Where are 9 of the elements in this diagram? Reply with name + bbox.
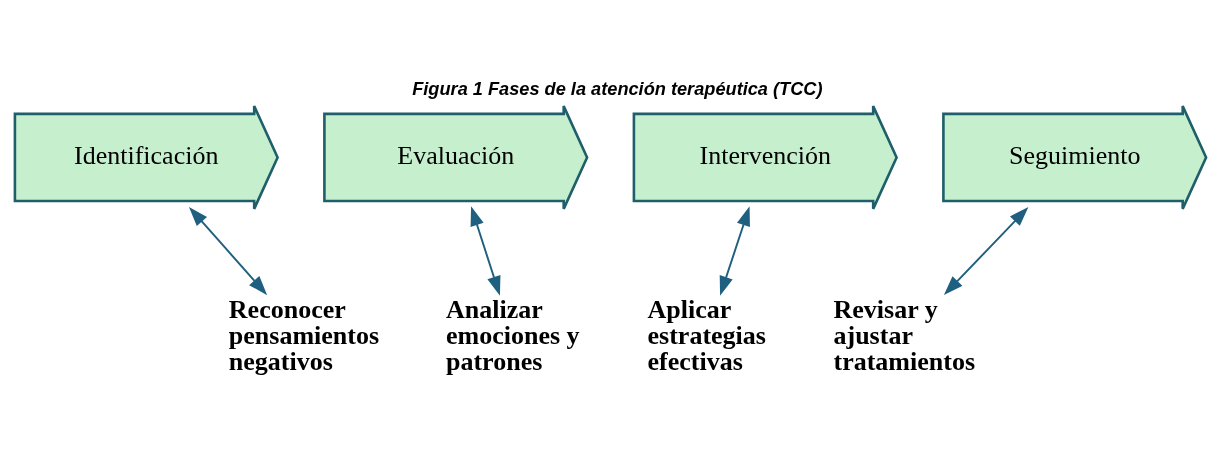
node-text: Aplicar estrategias efectivas	[647, 294, 766, 376]
node-text: Analizar emociones y patrones	[446, 294, 580, 376]
node-text: Reconocer pensamientos negativos	[228, 294, 380, 376]
node-text: Revisar y ajustar tratamientos	[833, 294, 976, 376]
arrow	[943, 206, 1029, 295]
arrow	[470, 205, 501, 296]
arrow	[188, 206, 268, 295]
arrow	[719, 205, 750, 296]
diagram-title: Figura 1 Fases de la atención terapéutica (TCC)	[412, 78, 823, 99]
